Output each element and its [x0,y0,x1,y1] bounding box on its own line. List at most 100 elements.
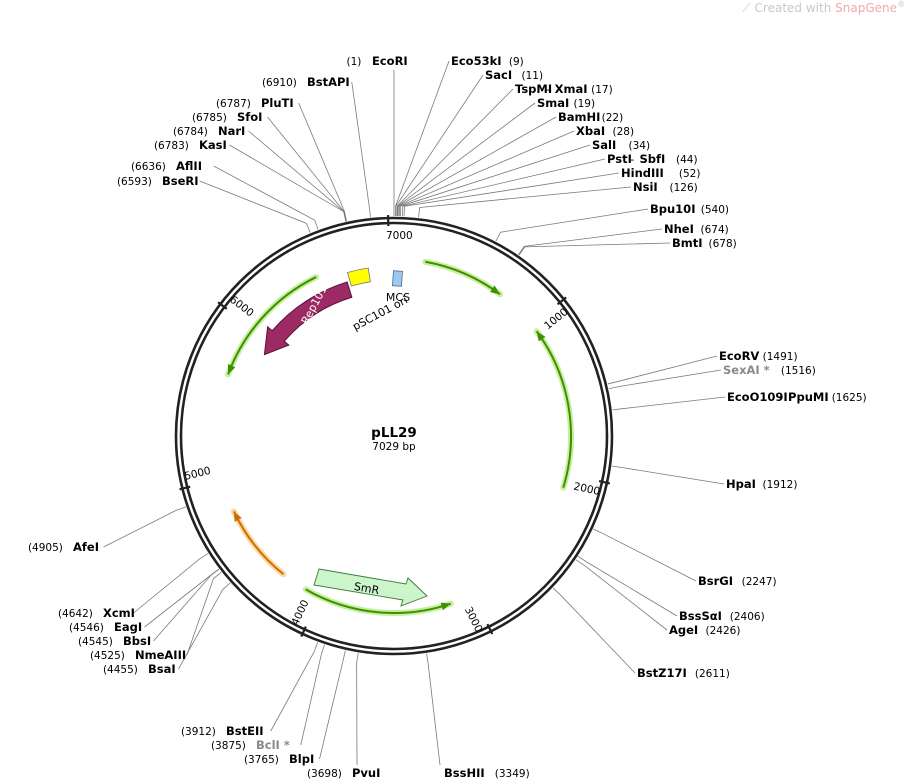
site-name-nhei: NheI [664,222,694,236]
site-name-blpi: BlpI [289,752,314,766]
leader-xbai [398,130,575,217]
leader-sfoi [267,116,347,222]
site-leader-lines [103,60,726,766]
leader-bsteii [270,642,319,732]
site-bmti: (678) BmtI [672,236,737,250]
site-eagi: (4546)EagI [69,620,142,634]
site-pos-hpai: (1912) [763,479,798,491]
leader-kasi [229,144,347,222]
site-name-bcli: BclI * [256,738,290,752]
site-name-saci: SacI [485,68,512,82]
bp-tick [300,626,307,638]
site-name-bsai: BsaI [148,662,176,676]
site-pos-bstapi: (6910) [262,77,297,89]
site-pos-saci: (11) [522,70,544,82]
site-bpu10i: (540)Bpu10I [650,202,729,216]
site-bsai: (4455)BsaI [103,662,176,676]
site-pos-sali: (34) [629,140,651,152]
snapgene-watermark: ⟋Created with SnapGene® [742,0,905,16]
site-pos-sexai: (1516) [781,365,816,377]
site-bbsi: (4545)BbsI [78,634,151,648]
site-name-bmti: BmtI [672,236,703,250]
site-pos-bsteii: (3912) [181,726,216,738]
site-name-xbai: XbaI [576,124,605,138]
site-name-ecori: EcoRI [372,54,408,68]
site-bamhi: (22)BamHI [558,110,623,124]
orf-arc-glow [533,328,574,491]
brand-product: SnapGene [835,1,897,15]
site-bsshii: (3349)BssHII [444,766,530,780]
leader-blpi [319,650,346,760]
leader-sexai [608,369,722,390]
bp-tick-label: 4000 [289,598,311,627]
feature-mcs-label: MCS [386,291,410,304]
site-name-smai: SmaI [537,96,569,110]
site-pos-bstz17i: (2611) [695,668,730,680]
site-pos-sfoi: (6785) [192,112,227,124]
site-pos-eco53ki: (9) [509,56,524,68]
site-sali: (34)SalI [592,138,650,152]
bp-tick [598,479,611,485]
site-pos-nhei: (674) [701,224,729,236]
leader-hindiii [403,172,620,217]
site-name-bstz17i: BstZ17I [637,666,687,680]
site-name-agei: AgeI [669,623,698,637]
site-pos-agei: (2426) [706,625,741,637]
site-name-nmeaiii: NmeAIII [135,648,186,662]
leader-nsii [418,186,632,218]
site-pos-bpu10i: (540) [701,204,729,216]
site-name-bsss-i: BssSαI [679,609,722,623]
leader-bseri [199,180,311,233]
site-nsii: (126)NsiI [633,180,698,194]
feature-psc101-ori-box [346,267,371,287]
site-agei: (2426) AgeI [669,623,740,637]
site-aflii: (6636)AflII [131,159,202,173]
site-ecorv: (1491)EcoRV [719,349,798,363]
bp-tick [556,296,567,306]
site-nmeaiii: (4525)NmeAIII [90,648,186,662]
site-pos-psti: (44) [676,154,698,166]
site-pos-smai: (19) [574,98,596,110]
leader-pluti [298,102,347,222]
leader-sali [400,144,591,217]
site-eco53ki: (9)Eco53kI [451,54,524,68]
leader-saci [395,74,484,217]
leader-nari [248,130,347,222]
brand-created-with: Created with [754,1,832,15]
site-pos-eagi: (4546) [69,622,104,634]
site-name-bstapi: BstAPI [307,75,350,89]
leader-bamhi [397,116,557,217]
site-pos-aflii: (6636) [131,161,166,173]
leader-bbsi [153,568,220,642]
site-name-xcmi: XcmI [103,606,135,620]
site-nhei: (674) NheI [664,222,729,236]
site-pos-xbai: (28) [613,126,635,138]
site-pos-kasi: (6783) [154,140,189,152]
leader-bstz17i [552,587,636,674]
site-name-pvui: PvuI [352,766,380,780]
site-name2-sbfi: SbfI [640,152,666,166]
site-name-bsrgi: BsrGI [698,574,733,588]
site-pos-bmti: (678) [709,238,737,250]
site-pos-bbsi: (4545) [78,636,113,648]
site-tspmi: -XmaI(17)TspMI [515,82,613,96]
site-name-hindiii: HindIII [621,166,664,180]
site-xcmi: (4642)XcmI [58,606,135,620]
site-pos-bcli: (3875) [211,740,246,752]
leader-bsai [178,582,231,670]
site-ecori: (1)EcoRI [346,54,407,68]
site-pos-bamhi: (22) [602,112,624,124]
orf-arc-glow [230,508,287,578]
site-pos-bsss-i: (2406) [730,611,765,623]
site-name-separator: - [631,154,635,166]
orf-arrowhead [536,331,546,342]
site-bsss-i: (2406) BssSαI [679,609,765,623]
site-name-tspmi: TspMI [515,82,552,96]
site-name-sfoi: SfoI [237,110,262,124]
site-ecoo109i: -PpuMI(1625)EcoO109I [727,390,867,404]
site-name-sexai: SexAI * [723,363,770,377]
leader-bpu10i [495,208,649,242]
site-sfoi: (6785) SfoI [192,110,263,124]
orf-arrowhead [440,602,451,611]
site-name-ecorv: EcoRV [719,349,759,363]
